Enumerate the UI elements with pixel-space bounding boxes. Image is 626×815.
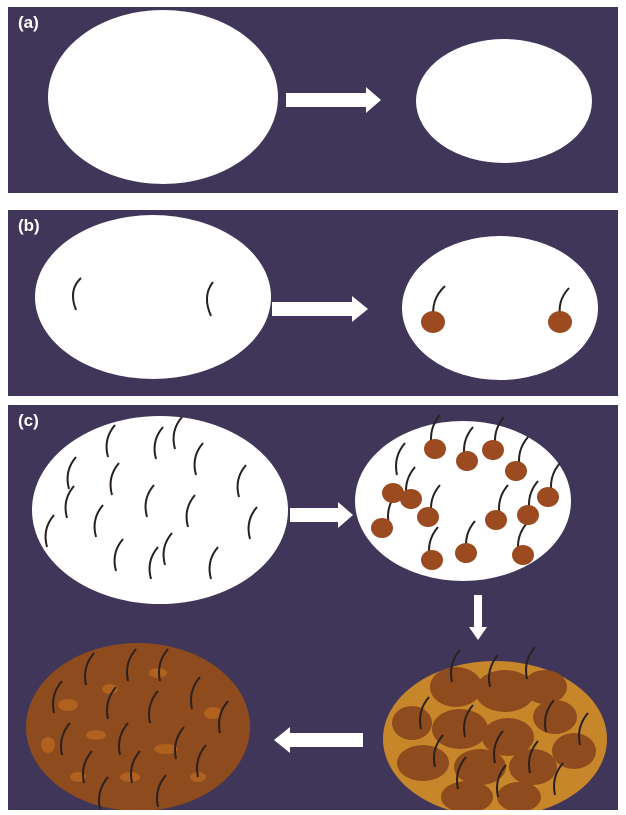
right-arrow — [290, 502, 353, 528]
shrunken-cell — [402, 236, 598, 380]
right-arrow — [286, 87, 381, 113]
mass-cell — [26, 643, 250, 810]
panel-c-canvas — [8, 405, 618, 810]
panel-a-canvas — [8, 7, 618, 193]
down-arrow — [469, 595, 487, 640]
panel-label: (c) — [18, 411, 39, 431]
oil-droplet — [548, 311, 572, 333]
panel-label: (a) — [18, 13, 39, 33]
large-cell — [48, 10, 278, 184]
panel-b-canvas — [8, 210, 618, 396]
panel-c: (c) — [8, 405, 618, 810]
large-cell — [35, 215, 271, 379]
large-cell — [32, 416, 288, 604]
panel-label: (b) — [18, 216, 40, 236]
right-arrow — [272, 296, 368, 322]
oil-droplet — [421, 311, 445, 333]
shrunken-cell — [416, 39, 592, 163]
panel-a: (a) — [8, 7, 618, 193]
panel-b: (b) — [8, 210, 618, 396]
left-arrow — [274, 727, 363, 753]
